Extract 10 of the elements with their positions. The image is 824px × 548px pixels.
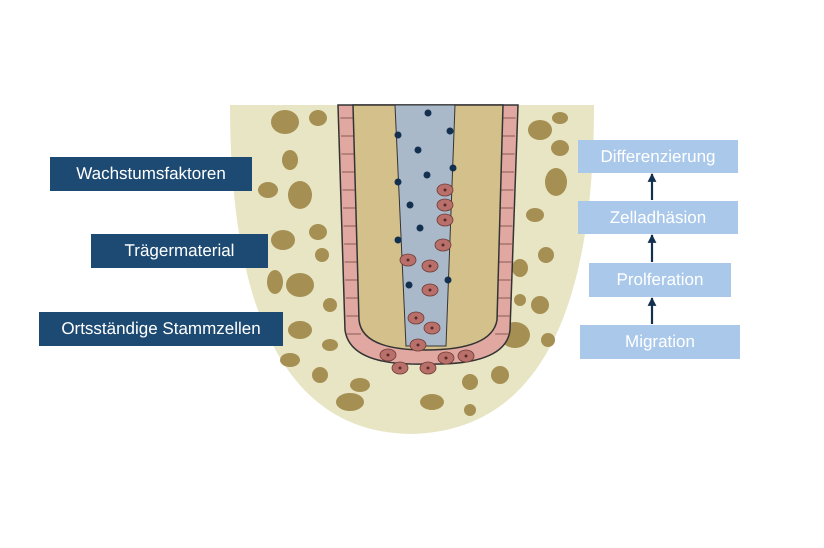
process-step-box: Prolferation [589,263,731,297]
arrow [648,234,656,262]
process-step-box: Differenzierung [578,140,738,173]
process-step-box: Zelladhäsion [578,201,738,234]
arrow [648,173,656,200]
process-step-box: Migration [580,325,740,359]
label-tag: Ortsständige Stammzellen [39,312,283,346]
arrow [648,297,656,324]
label-tag: Trägermaterial [91,234,268,268]
label-tag: Wachstumsfaktoren [50,157,252,191]
